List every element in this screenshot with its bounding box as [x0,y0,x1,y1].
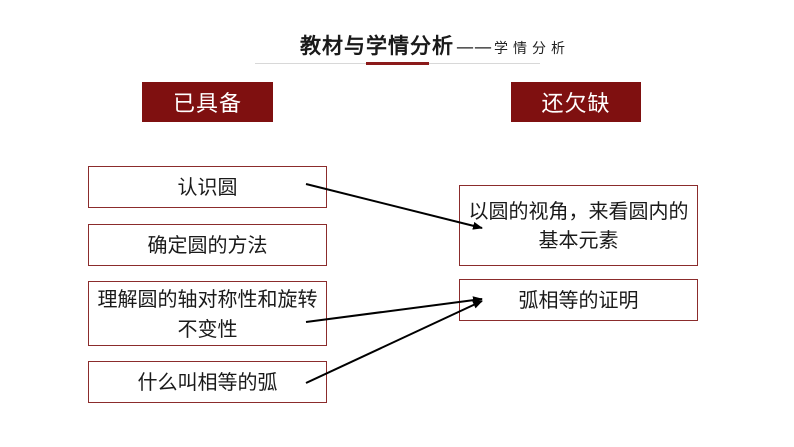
box-circle-perspective: 以圆的视角，来看圆内的基本元素 [459,185,698,266]
slide-subtitle: 学情分析 [494,41,570,57]
box-determine-circle: 确定圆的方法 [88,224,327,266]
label-still-lacking: 还欠缺 [511,82,641,122]
arrow-know-to-perspective [305,183,483,230]
slide-title: 教材与学情分析 [300,34,454,58]
box-arc-equality-proof: 弧相等的证明 [459,279,698,321]
slide-header: 教材与学情分析——学情分析 [300,30,570,60]
box-symmetry-rotation: 理解圆的轴对称性和旋转不变性 [88,281,327,346]
arrow-symmetry-to-proof [305,296,483,323]
box-know-circle: 认识圆 [88,166,327,208]
label-already-have: 已具备 [142,82,273,122]
title-dash: —— [456,37,492,58]
arrow-arcs-to-proof [305,300,483,384]
box-equal-arcs: 什么叫相等的弧 [88,361,327,403]
header-accent-bar [366,62,429,65]
